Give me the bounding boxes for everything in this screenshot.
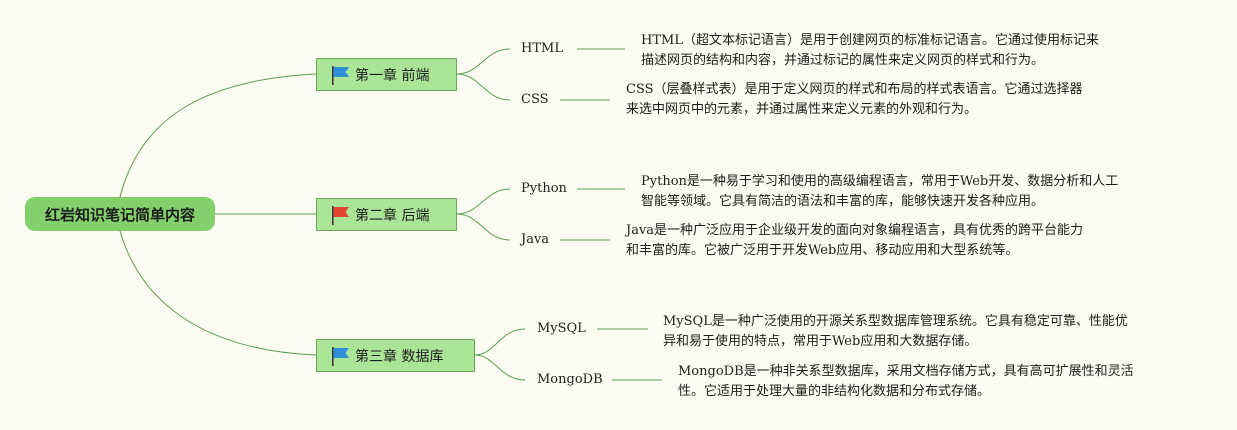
desc-line: 性。它适用于处理大量的非结构化数据和分布式存储。 xyxy=(678,384,991,399)
desc-line: 和丰富的库。它被广泛用于开发Web应用、移动应用和大型系统等。 xyxy=(626,243,1019,258)
connector-ch1-html xyxy=(456,48,511,75)
root-node[interactable]: 红岩知识笔记简单内容 xyxy=(25,197,215,231)
flag-fill xyxy=(333,347,349,358)
chapter-node-frontend[interactable]: 第一章 前端 xyxy=(316,58,457,91)
desc-line: Java是一种广泛应用于企业级开发的面向对象编程语言，具有优秀的跨平台能力 xyxy=(626,223,1084,238)
chapter-node-database[interactable]: 第三章 数据库 xyxy=(316,339,475,372)
connector-root-ch1 xyxy=(119,73,317,198)
desc-mongodb[interactable]: MongoDB是一种非关系型数据库，采用文档存储方式，具有高可扩展性和灵活 性。… xyxy=(678,362,1134,402)
flag-icon xyxy=(332,346,349,366)
flag-icon xyxy=(332,65,349,85)
chapter-node-backend[interactable]: 第二章 后端 xyxy=(316,198,457,231)
desc-line: CSS（层叠样式表）是用于定义网页的样式和布局的样式表语言。它通过选择器 xyxy=(626,82,1083,97)
chapter-label: 第三章 数据库 xyxy=(355,348,444,365)
desc-mysql[interactable]: MySQL是一种广泛使用的开源关系型数据库管理系统。它具有稳定可靠、性能优 异和… xyxy=(663,312,1128,352)
desc-line: 智能等领域。它具有简洁的语法和丰富的库，能够快速开发各种应用。 xyxy=(641,194,1045,209)
desc-line: 异和易于使用的特点，常用于Web应用和大数据存储。 xyxy=(663,334,978,349)
root-label: 红岩知识笔记简单内容 xyxy=(44,205,195,224)
topic-mysql[interactable]: MySQL xyxy=(537,321,586,336)
connector-ch2-java xyxy=(456,213,511,241)
desc-python[interactable]: Python是一种易于学习和使用的高级编程语言，常用于Web开发、数据分析和人工… xyxy=(641,172,1118,212)
desc-java[interactable]: Java是一种广泛应用于企业级开发的面向对象编程语言，具有优秀的跨平台能力 和丰… xyxy=(626,221,1083,261)
connector-ch3-mongodb xyxy=(474,354,526,381)
desc-line: MongoDB是一种非关系型数据库，采用文档存储方式，具有高可扩展性和灵活 xyxy=(678,364,1134,379)
connector-ch1-css xyxy=(456,73,511,101)
flag-fill xyxy=(333,66,349,77)
connector-root-ch3 xyxy=(119,230,317,356)
topic-python[interactable]: Python xyxy=(521,181,567,196)
desc-line: HTML（超文本标记语言）是用于创建网页的标准标记语言。它通过使用标记来 xyxy=(641,33,1099,48)
topic-java[interactable]: Java xyxy=(521,232,550,247)
topic-css[interactable]: CSS xyxy=(521,92,549,107)
desc-css[interactable]: CSS（层叠样式表）是用于定义网页的样式和布局的样式表语言。它通过选择器 来选中… xyxy=(626,80,1083,120)
topic-html[interactable]: HTML xyxy=(521,41,563,56)
desc-line: 来选中网页中的元素，并通过属性来定义元素的外观和行为。 xyxy=(626,102,978,117)
flag-fill xyxy=(333,206,349,217)
desc-html[interactable]: HTML（超文本标记语言）是用于创建网页的标准标记语言。它通过使用标记来 描述网… xyxy=(641,31,1099,71)
connector-ch2-python xyxy=(456,188,511,215)
flag-icon xyxy=(332,205,349,225)
desc-line: 描述网页的结构和内容，并通过标记的属性来定义网页的样式和行为。 xyxy=(641,53,1045,68)
topic-mongodb[interactable]: MongoDB xyxy=(537,372,603,387)
desc-line: Python是一种易于学习和使用的高级编程语言，常用于Web开发、数据分析和人工 xyxy=(641,174,1119,189)
chapter-label: 第一章 前端 xyxy=(355,67,430,84)
desc-line: MySQL是一种广泛使用的开源关系型数据库管理系统。它具有稳定可靠、性能优 xyxy=(663,314,1128,329)
chapter-label: 第二章 后端 xyxy=(355,207,430,224)
connector-ch3-mysql xyxy=(474,328,526,356)
